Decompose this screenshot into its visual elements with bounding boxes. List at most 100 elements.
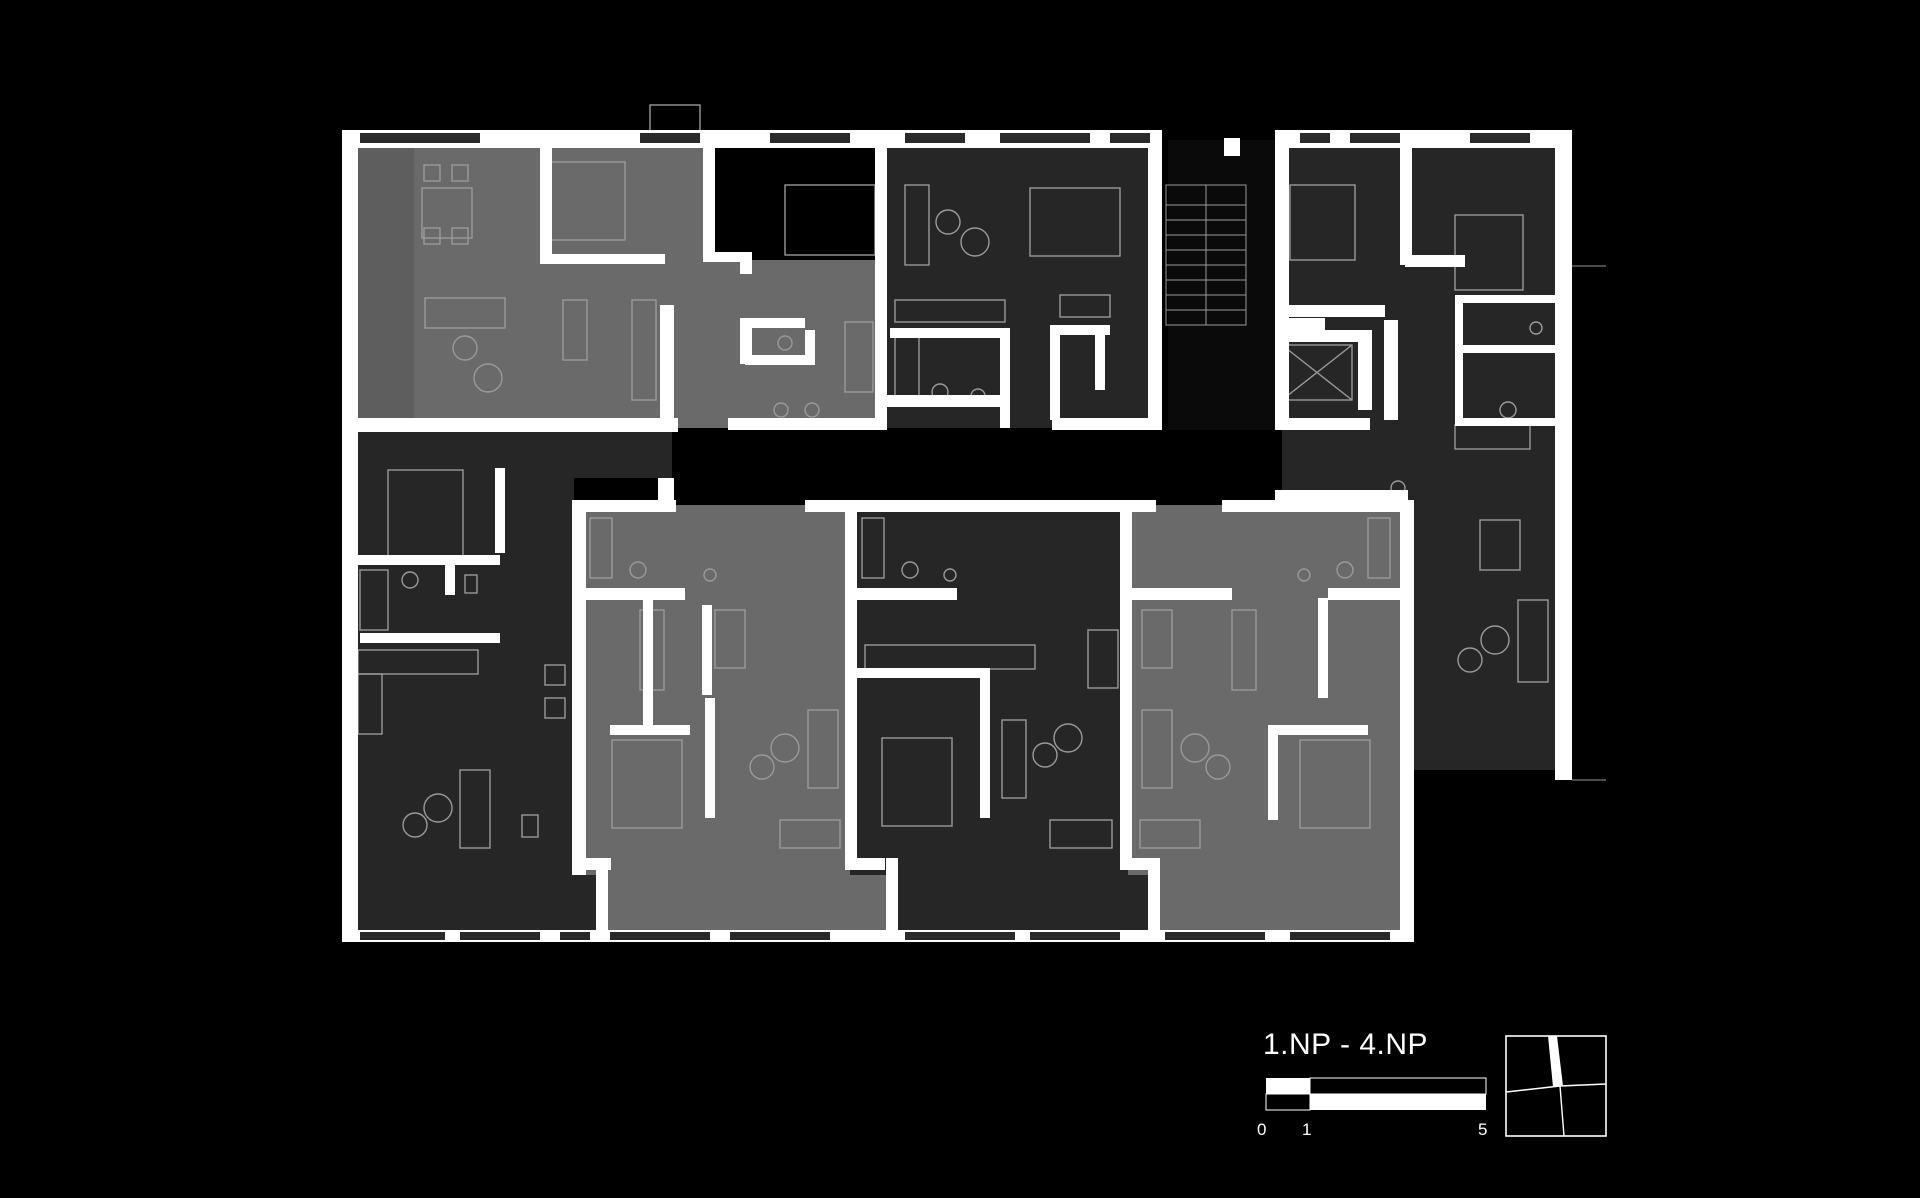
round-table (473, 363, 503, 393)
wall (1275, 490, 1408, 502)
wall (886, 858, 898, 940)
wall (1222, 500, 1408, 512)
wall (540, 140, 552, 260)
round-table (1180, 733, 1210, 763)
toilet-icon (1297, 568, 1311, 582)
unit-fills (342, 140, 1555, 935)
wall (1050, 325, 1110, 335)
wall (740, 252, 752, 274)
chair (451, 227, 469, 245)
desk (779, 819, 841, 849)
scale-tick-label: 0 (1257, 1120, 1267, 1139)
chair (451, 164, 469, 182)
wall (1400, 500, 1414, 940)
wall (1405, 255, 1460, 267)
kitchen-island (631, 299, 657, 401)
wall (875, 140, 887, 430)
scale-bar-icon (1265, 1077, 1487, 1111)
wall (845, 500, 857, 870)
wall (1275, 305, 1385, 317)
wall (1455, 418, 1555, 426)
wall (1268, 725, 1278, 820)
wall (610, 725, 690, 735)
wall (705, 698, 715, 818)
sofa (1517, 599, 1549, 683)
round-table (770, 733, 800, 763)
wall (572, 500, 676, 512)
wall (1400, 140, 1412, 265)
wall (980, 668, 990, 818)
wall (658, 478, 674, 500)
wall (1328, 588, 1400, 600)
dining-table (714, 609, 746, 669)
sink-icon (804, 402, 820, 418)
sink-icon (629, 561, 647, 579)
sofa (1001, 719, 1027, 799)
bathtub (359, 569, 389, 631)
wall (355, 555, 500, 565)
wall (740, 318, 752, 364)
wall (857, 668, 987, 678)
wall (1275, 418, 1370, 430)
unit-bottom-a-balcony (596, 875, 886, 935)
scale-tick-label: 1 (1302, 1120, 1312, 1139)
wall (745, 318, 805, 328)
bathtub (589, 517, 613, 579)
wall (495, 468, 505, 553)
wall (1555, 130, 1572, 780)
wall (1268, 725, 1368, 735)
kitchen-counter (1231, 609, 1257, 691)
wall (890, 328, 1005, 338)
unit-bottom-b-balcony (886, 875, 1160, 935)
wall (1275, 330, 1365, 342)
wall (1095, 325, 1105, 390)
sink-icon (401, 571, 419, 589)
wall (540, 254, 665, 264)
bed (1289, 184, 1356, 261)
sink-icon (1336, 561, 1354, 579)
wall (1455, 295, 1555, 303)
wall (703, 252, 743, 262)
round-table (749, 754, 775, 780)
wall (585, 588, 685, 600)
stair-icon (1165, 184, 1247, 326)
wall (1224, 138, 1240, 156)
wall (1275, 130, 1289, 430)
wall (572, 500, 586, 875)
bed (611, 739, 683, 829)
sink-icon (773, 402, 789, 418)
wall (728, 418, 878, 430)
dining-table (1087, 629, 1119, 689)
window-openings (360, 133, 1530, 940)
unit-top-center-dark (883, 140, 1161, 428)
wall (342, 130, 358, 942)
sofa (807, 709, 839, 789)
dining-table (1479, 519, 1521, 571)
north-orientation-icon (1505, 1035, 1607, 1137)
unit-bottom-c-balcony (1160, 875, 1406, 935)
bathtub (1367, 517, 1391, 579)
neighbor-outline (1572, 265, 1606, 781)
stair-core (1168, 140, 1276, 430)
bathtub (844, 321, 874, 393)
wall (1148, 140, 1162, 430)
unit-left-middle-dark (342, 428, 672, 880)
chair (544, 664, 566, 686)
round-table (1457, 647, 1483, 673)
toilet-icon (1529, 321, 1543, 335)
bathtub (861, 517, 885, 579)
wall (857, 588, 957, 600)
round-table (402, 812, 428, 838)
wall (643, 588, 653, 728)
toilet-icon (464, 574, 478, 594)
scale-tick-label: 5 (1478, 1120, 1488, 1139)
wall (702, 605, 712, 695)
round-table (1053, 723, 1083, 753)
wall (805, 500, 1120, 512)
round-table (1205, 754, 1231, 780)
sofa (459, 769, 491, 849)
kitchen-counter (562, 299, 588, 361)
toilet-icon (777, 335, 793, 351)
wall (360, 633, 500, 643)
